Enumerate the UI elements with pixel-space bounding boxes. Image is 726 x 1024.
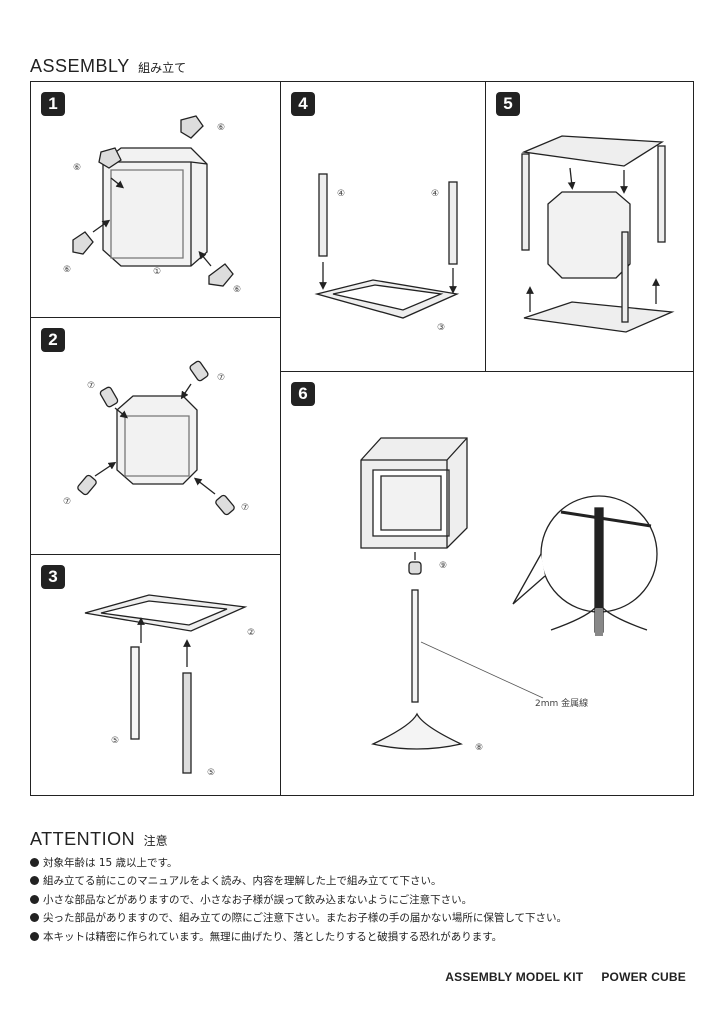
step-number: 3: [41, 565, 65, 589]
part-label: ⑦: [241, 503, 249, 513]
footer-product: POWER CUBE: [601, 970, 686, 984]
part-label: ⑥: [233, 285, 241, 295]
part-label: ⑨: [439, 561, 447, 571]
step-number: 6: [291, 382, 315, 406]
part-label: ⑥: [217, 123, 225, 133]
footer: ASSEMBLY MODEL KIT POWER CUBE: [445, 970, 686, 984]
step-1-panel: 1 ⑥ ⑥ ⑥ ⑥ ①: [30, 81, 281, 318]
part-label: ③: [437, 323, 445, 333]
part-label: ⑦: [217, 373, 225, 383]
part-label: ④: [337, 189, 345, 199]
bullet-icon: [30, 931, 39, 941]
step-6-illustration: ⑨ ⑧ 2mm 金属線: [360, 437, 658, 753]
attention-note: 対象年齢は 15 歳以上です。: [30, 854, 567, 872]
bullet-icon: [30, 876, 39, 886]
part-label: ⑤: [111, 736, 119, 746]
part-label: ⑥: [73, 163, 81, 173]
part-label: ⑦: [63, 497, 71, 507]
step-2-illustration: ⑦ ⑦ ⑦ ⑦: [63, 360, 249, 516]
assembly-heading: ASSEMBLY 組み立て: [30, 56, 186, 77]
assembly-title-en: ASSEMBLY: [30, 56, 130, 76]
part-label: ②: [247, 628, 255, 638]
assembly-title-ja: 組み立て: [138, 61, 187, 75]
step-number: 5: [496, 92, 520, 116]
footer-kit: ASSEMBLY MODEL KIT: [445, 970, 584, 984]
step-number: 4: [291, 92, 315, 116]
part-label: ④: [431, 189, 439, 199]
step-5-illustration: [521, 135, 675, 333]
step-1-illustration: ⑥ ⑥ ⑥ ⑥ ①: [63, 115, 241, 295]
part-label: ⑥: [63, 265, 71, 275]
step-number: 1: [41, 92, 65, 116]
step-4-panel: 4 ④ ④ ③: [280, 81, 486, 372]
step-4-illustration: ④ ④ ③: [314, 173, 460, 333]
attention-note: 組み立てる前にこのマニュアルをよく読み、内容を理解した上で組み立てて下さい。: [30, 872, 567, 890]
attention-title-en: ATTENTION: [30, 829, 136, 849]
part-label: ⑤: [207, 768, 215, 778]
part-label: ⑦: [87, 381, 95, 391]
attention-notes: 対象年齢は 15 歳以上です。 組み立てる前にこのマニュアルをよく読み、内容を理…: [30, 854, 567, 946]
bullet-icon: [30, 858, 39, 867]
bullet-icon: [30, 894, 39, 904]
bullet-icon: [30, 913, 39, 923]
step-5-panel: 5: [485, 81, 694, 372]
attention-note: 本キットは精密に作られています。無理に曲げたり、落としたりすると破損する恐れがあ…: [30, 928, 567, 946]
attention-note: 尖った部品がありますので、組み立ての際にご注意下さい。またお子様の手の届かない場…: [30, 909, 567, 927]
step-2-panel: 2 ⑦ ⑦ ⑦ ⑦: [30, 317, 281, 555]
wire-label: 2mm 金属線: [535, 697, 588, 709]
step-3-illustration: ② ⑤ ⑤: [84, 594, 255, 778]
step-6-panel: 6 ⑨ ⑧ 2mm 金属線: [280, 371, 694, 796]
step-number: 2: [41, 328, 65, 352]
step-3-panel: 3 ② ⑤ ⑤: [30, 554, 281, 796]
attention-heading: ATTENTION 注意: [30, 829, 168, 850]
attention-note: 小さな部品などがありますので、小さなお子様が誤って飲み込まないようにご注意下さい…: [30, 891, 567, 909]
part-label: ①: [153, 267, 161, 277]
attention-title-ja: 注意: [143, 834, 168, 848]
part-label: ⑧: [475, 743, 483, 753]
